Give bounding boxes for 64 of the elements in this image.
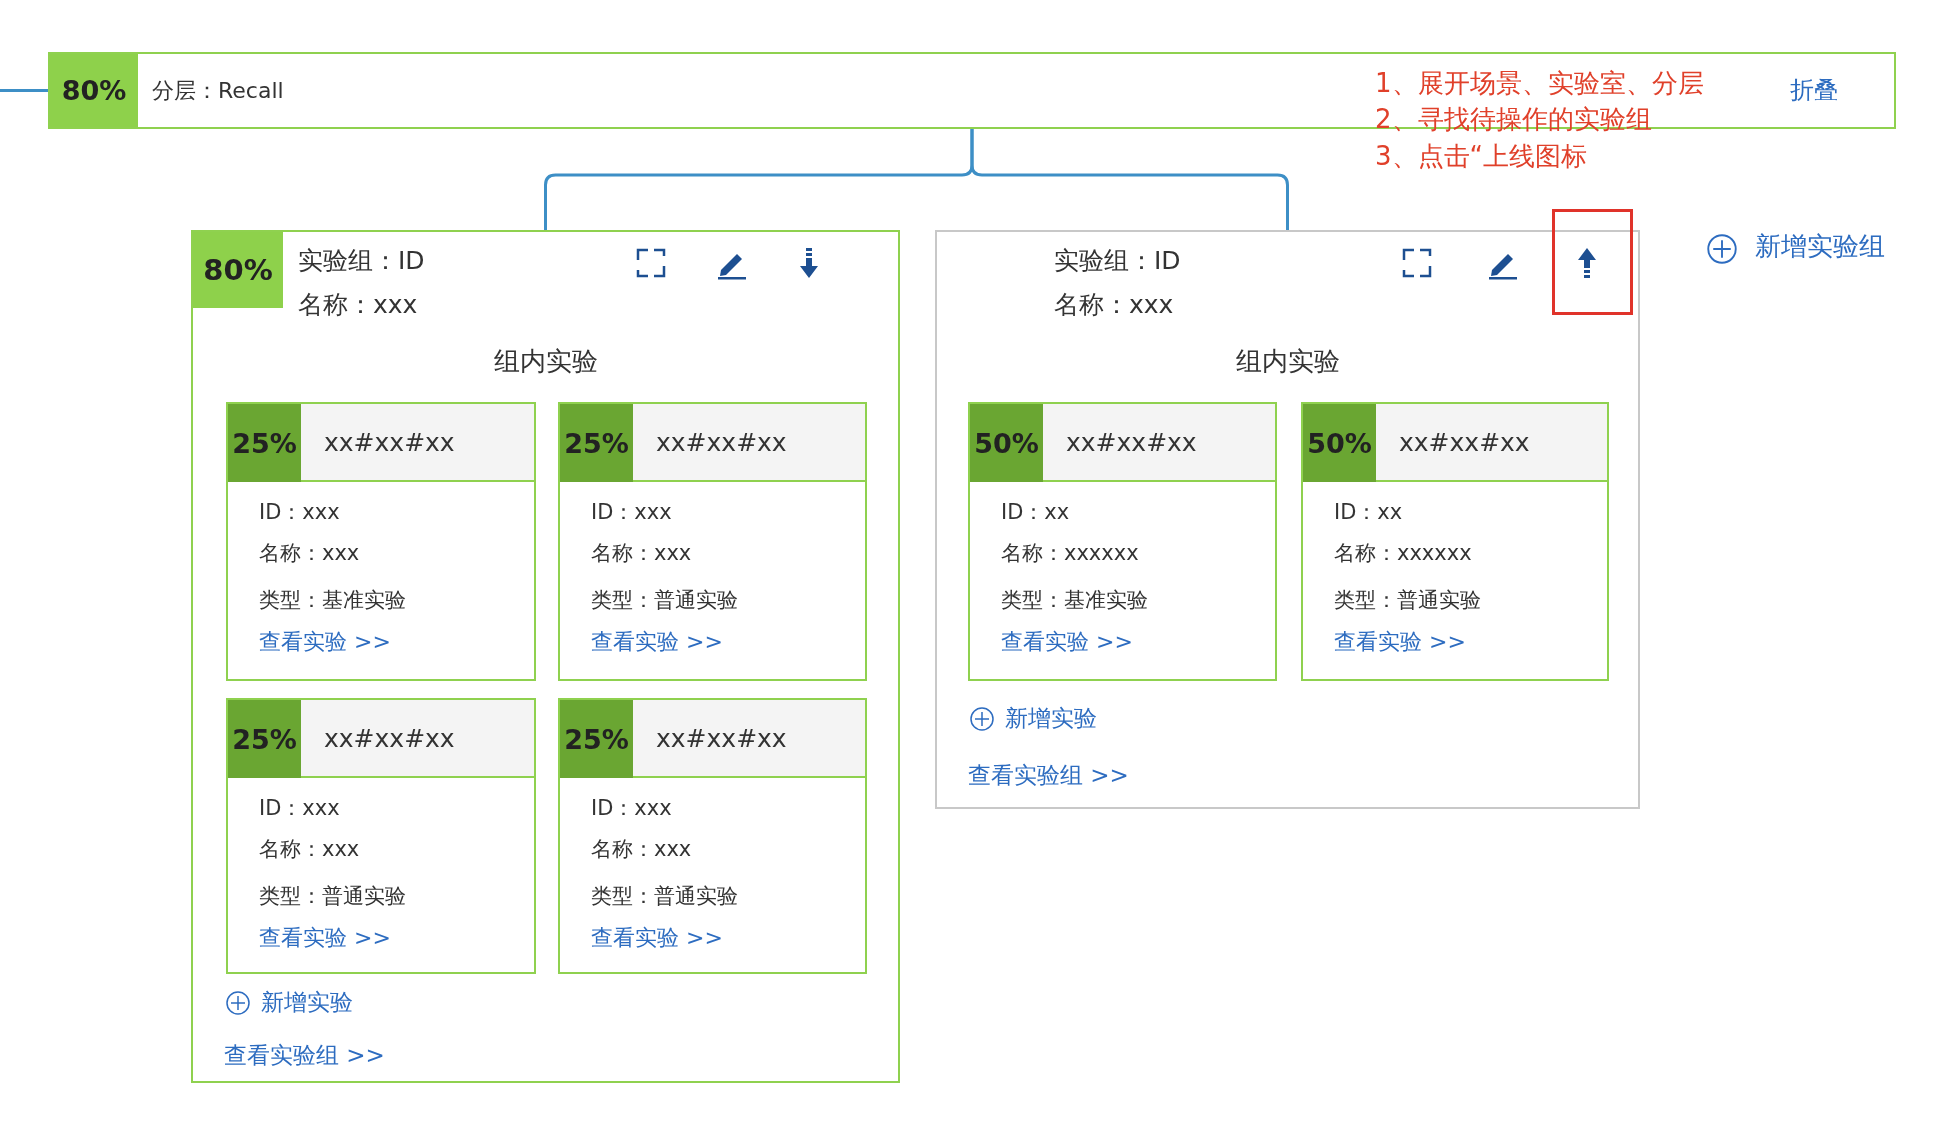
view-group-link: 查看实验组 >>	[224, 1042, 385, 1070]
experiment-code: xx#xx#xx	[324, 428, 455, 458]
annotation-text: 1、展开场景、实验室、分层	[1375, 68, 1704, 100]
collapse-link: 折叠	[1790, 76, 1838, 105]
group-id: 实验组：ID	[298, 246, 425, 276]
percent-badge: 80%	[193, 232, 283, 308]
view-group-link: 查看实验组 >>	[968, 762, 1129, 790]
experiment-name: 名称：xxx	[591, 837, 692, 863]
group-id: 实验组：ID	[1054, 246, 1181, 276]
experiment-card	[226, 402, 536, 681]
experiment-name: 名称：xxx	[259, 837, 360, 863]
annotation-text: 2、寻找待操作的实验组	[1375, 104, 1652, 136]
percent-badge: 50%	[1303, 404, 1376, 482]
layer-name: 分层：Recall	[152, 78, 284, 105]
experiment-id: ID：xx	[1001, 500, 1070, 526]
experiment-type: 类型：基准实验	[1001, 588, 1148, 614]
experiment-name: 名称：xxxxxx	[1334, 541, 1472, 567]
experiment-type: 类型：普通实验	[591, 884, 738, 910]
connector-line	[970, 129, 1289, 230]
experiment-code: xx#xx#xx	[656, 724, 787, 754]
experiment-code: xx#xx#xx	[656, 428, 787, 458]
experiment-type: 类型：普通实验	[591, 588, 738, 614]
group-name: 名称：xxx	[1054, 290, 1174, 320]
experiment-id: ID：xxx	[591, 796, 672, 822]
section-title: 组内实验	[1234, 346, 1341, 378]
experiment-id: ID：xxx	[591, 500, 672, 526]
add-group-link: 新增实验组	[1755, 231, 1885, 263]
percent-badge: 25%	[228, 700, 301, 778]
experiment-type: 类型：基准实验	[259, 588, 406, 614]
connector-line	[0, 89, 48, 92]
view-experiment-link: 查看实验 >>	[1334, 629, 1466, 656]
experiment-code: xx#xx#xx	[1066, 428, 1197, 458]
view-experiment-link: 查看实验 >>	[259, 629, 391, 656]
experiment-card	[558, 402, 867, 681]
percent-badge: 25%	[228, 404, 301, 482]
experiment-card	[968, 402, 1277, 681]
view-experiment-link: 查看实验 >>	[591, 629, 723, 656]
experiment-id: ID：xxx	[259, 500, 340, 526]
experiment-code: xx#xx#xx	[324, 724, 455, 754]
view-experiment-link: 查看实验 >>	[259, 925, 391, 952]
add-experiment-link: 新增实验	[261, 989, 353, 1017]
group-card	[935, 230, 1640, 809]
view-experiment-link: 查看实验 >>	[1001, 629, 1133, 656]
group-card	[191, 230, 900, 1083]
experiment-id: ID：xx	[1334, 500, 1403, 526]
experiment-type: 类型：普通实验	[259, 884, 406, 910]
experiment-code: xx#xx#xx	[1399, 428, 1530, 458]
percent-badge: 80%	[50, 54, 138, 127]
experiment-name: 名称：xxx	[591, 541, 692, 567]
experiment-card	[1301, 402, 1609, 681]
view-experiment-link: 查看实验 >>	[591, 925, 723, 952]
section-title: 组内实验	[492, 346, 599, 378]
experiment-card	[226, 698, 536, 974]
add-experiment-link: 新增实验	[1005, 705, 1097, 733]
annotation-text: 3、点击“上线图标	[1375, 141, 1587, 173]
experiment-card	[558, 698, 867, 974]
experiment-id: ID：xxx	[259, 796, 340, 822]
group-name: 名称：xxx	[298, 290, 418, 320]
percent-badge: 50%	[970, 404, 1043, 482]
percent-badge: 25%	[560, 700, 633, 778]
percent-badge: 25%	[560, 404, 633, 482]
experiment-name: 名称：xxxxxx	[1001, 541, 1139, 567]
experiment-type: 类型：普通实验	[1334, 588, 1481, 614]
experiment-name: 名称：xxx	[259, 541, 360, 567]
